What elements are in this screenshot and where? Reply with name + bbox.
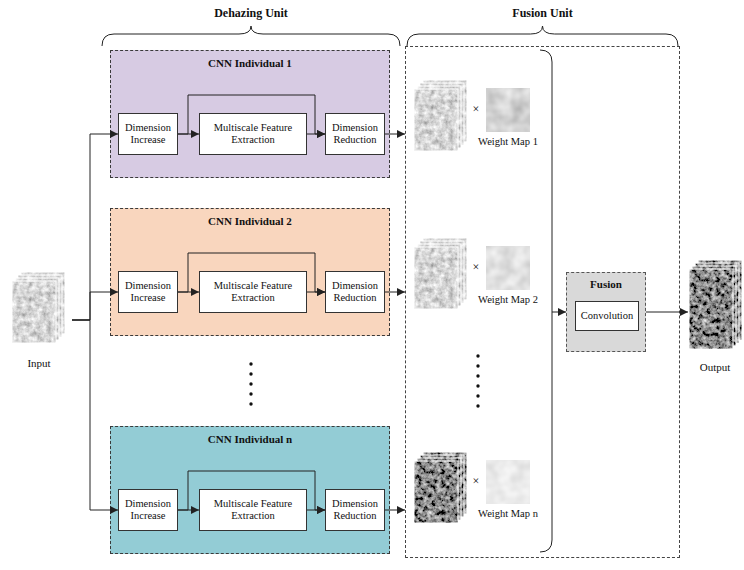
connector-arrow <box>385 292 405 293</box>
box-label: Dimension Increase <box>122 122 174 147</box>
ellipsis-dots <box>249 362 252 405</box>
weight-map <box>486 88 530 132</box>
weight-map-label: Weight Map 2 <box>478 294 538 307</box>
connector-arrow <box>178 510 199 511</box>
cnn-block: CNN Individual 2 Dimension Increase Multis… <box>110 208 390 336</box>
cnn-block: CNN Individual 1 Dimension Increase Multis… <box>110 50 390 178</box>
weight-map <box>486 246 530 290</box>
group-heading: Fusion <box>567 277 645 291</box>
curly-brace <box>102 26 400 46</box>
process-box: Multiscale Feature Extraction <box>199 113 307 155</box>
dehazed-image <box>414 238 467 309</box>
weight-map-label: Weight Map 1 <box>478 136 538 149</box>
bracket-arrow <box>552 312 566 313</box>
image-node: Output <box>688 256 742 376</box>
connector-arrow <box>385 510 405 511</box>
dot <box>249 392 252 395</box>
merge-bracket <box>540 50 552 552</box>
unit-group: Fusion UnitFusionConvolution <box>405 4 680 558</box>
box-label: Multiscale Feature Extraction <box>203 122 303 147</box>
connector-arrow <box>178 471 325 510</box>
image-caption: Output <box>700 361 731 374</box>
weight-map-label: Weight Map 1 <box>478 136 538 149</box>
group-heading: CNN Individual 2 <box>111 214 389 228</box>
box-label: Multiscale Feature Extraction <box>203 498 303 523</box>
process-box: Multiscale Feature Extraction <box>199 489 307 531</box>
group-heading: Fusion Unit <box>405 6 680 20</box>
output-image <box>689 260 742 349</box>
connector-arrow <box>72 134 118 320</box>
multiply-sign: × <box>473 102 480 116</box>
connector-arrow <box>72 292 118 320</box>
weight-map-label: Weight Map n <box>478 508 538 521</box>
connector-arrow <box>178 134 199 135</box>
connector-arrow <box>646 312 688 313</box>
connector-arrow <box>307 134 325 135</box>
connector-arrow <box>307 292 325 293</box>
curly-brace <box>407 26 678 46</box>
unit-group: Dehazing UnitCNN Individual 1 Dimension I… <box>100 4 402 558</box>
dot <box>249 382 252 385</box>
box-label: Convolution <box>581 310 634 323</box>
dot <box>476 374 479 377</box>
dot <box>476 384 479 387</box>
box-label: Dimension Increase <box>122 280 174 305</box>
box-label: Dimension Reduction <box>329 280 381 305</box>
dot <box>476 354 479 357</box>
image-caption: Input <box>27 357 50 370</box>
connector-arrow <box>178 253 325 292</box>
group-heading: CNN Individual n <box>111 432 389 446</box>
process-box: Multiscale Feature Extraction <box>199 271 307 313</box>
box-label: Dimension Reduction <box>329 122 381 147</box>
group-heading: Dehazing Unit <box>100 6 402 20</box>
process-box: Dimension Reduction <box>325 113 385 155</box>
connector-arrow <box>178 292 199 293</box>
group-heading: CNN Individual 1 <box>111 56 389 70</box>
multiply-sign: × <box>473 474 480 488</box>
dehazed-image <box>414 80 467 151</box>
process-box: Dimension Increase <box>118 271 178 313</box>
connector-arrow <box>72 320 118 510</box>
ellipsis-dots <box>476 354 479 407</box>
weight-map-label: Weight Map 2 <box>478 294 538 307</box>
input-image <box>12 272 65 343</box>
dehazed-image <box>414 452 467 523</box>
connector-arrow <box>385 134 405 135</box>
process-box: Dimension Increase <box>118 113 178 155</box>
process-box: Convolution <box>575 301 639 331</box>
weight-map <box>486 460 530 504</box>
process-box: Dimension Increase <box>118 489 178 531</box>
dot <box>249 372 252 375</box>
fusion-block: FusionConvolution <box>566 272 646 352</box>
box-label: Dimension Reduction <box>329 498 381 523</box>
dot <box>476 404 479 407</box>
dot <box>476 364 479 367</box>
box-label: Dimension Increase <box>122 498 174 523</box>
dot <box>476 394 479 397</box>
connector-arrow <box>307 510 325 511</box>
process-box: Dimension Reduction <box>325 489 385 531</box>
multiply-sign: × <box>473 474 480 488</box>
process-box: Dimension Reduction <box>325 271 385 313</box>
multiply-sign: × <box>473 102 480 116</box>
dot <box>249 362 252 365</box>
multiply-sign: × <box>473 260 480 274</box>
connector-arrow <box>178 95 325 134</box>
image-node: Input <box>6 268 72 372</box>
cnn-block: CNN Individual n Dimension Increase Multis… <box>110 426 390 554</box>
weight-map-label: Weight Map n <box>478 508 538 521</box>
dot <box>249 402 252 405</box>
multiply-sign: × <box>473 260 480 274</box>
box-label: Multiscale Feature Extraction <box>203 280 303 305</box>
